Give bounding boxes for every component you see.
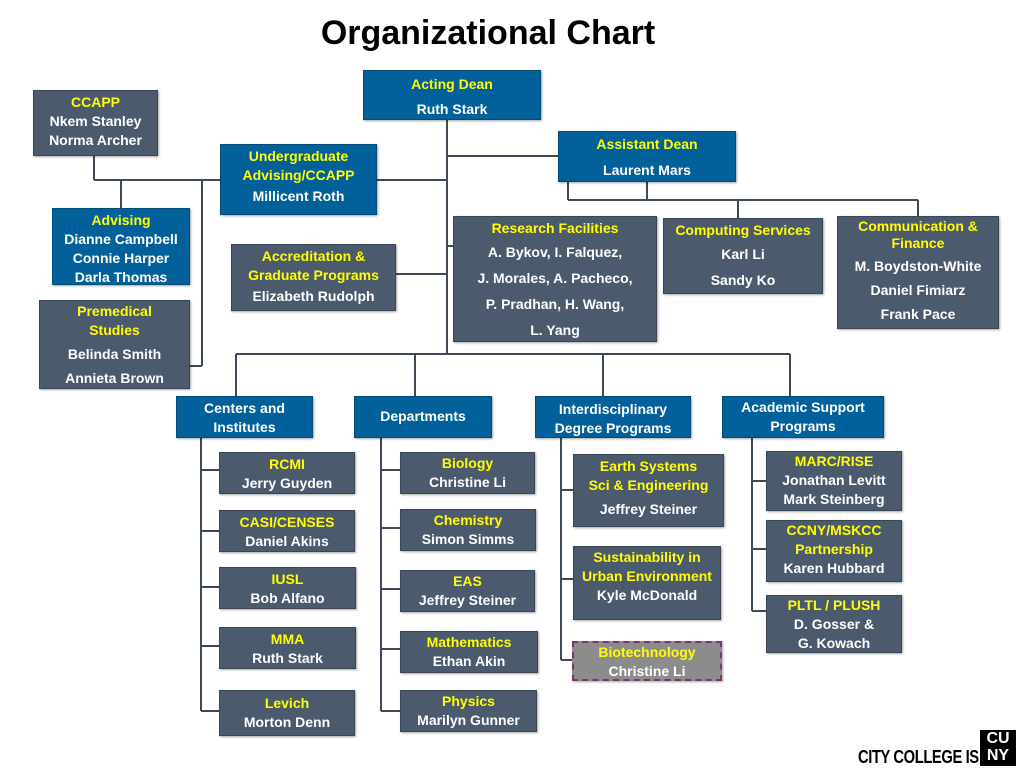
mathematics-box: Mathematics Ethan Akin xyxy=(400,631,538,673)
accreditation-box: Accreditation & Graduate Programs Elizab… xyxy=(231,244,396,311)
box-title: Premedical Studies xyxy=(77,303,152,338)
iusl-box: IUSL Bob Alfano xyxy=(219,567,356,609)
box-title: Physics xyxy=(442,693,495,709)
box-names: Dianne Campbell Connie Harper Darla Thom… xyxy=(64,231,178,285)
box-title: PLTL / PLUSH xyxy=(787,597,881,613)
box-title: RCMI xyxy=(269,456,305,472)
box-names: Elizabeth Rudolph xyxy=(252,288,375,304)
box-names: Jeffrey Steiner xyxy=(418,592,517,608)
box-title: Advising xyxy=(91,212,151,228)
box-names: Ruth Stark xyxy=(416,101,488,117)
box-title: CCAPP xyxy=(70,94,120,110)
box-title: Chemistry xyxy=(433,512,503,528)
box-title: Sustainability in Urban Environment xyxy=(582,549,712,584)
physics-box: Physics Marilyn Gunner xyxy=(400,690,537,732)
levich-box: Levich Morton Denn xyxy=(219,690,355,736)
box-title: Interdisciplinary Degree Programs xyxy=(554,401,672,436)
undergraduate-advising-box: Undergraduate Advising/CCAPP Millicent R… xyxy=(220,144,377,215)
box-title: Departments xyxy=(380,408,466,424)
logo-text: CITY COLLEGE IS xyxy=(858,747,979,767)
box-names: Marilyn Gunner xyxy=(417,712,520,728)
box-names: Daniel Akins xyxy=(245,533,329,549)
cuny-mark-top: CU xyxy=(986,730,1010,747)
eas-box: EAS Jeffrey Steiner xyxy=(400,570,535,612)
box-names: M. Boydston-White Daniel Fimiarz Frank P… xyxy=(854,258,982,322)
chemistry-box: Chemistry Simon Simms xyxy=(400,509,536,551)
box-title: Biotechnology xyxy=(598,644,696,660)
box-title: Mathematics xyxy=(426,634,512,650)
box-title: Centers and Institutes xyxy=(204,400,285,435)
acting-dean-box: Acting Dean Ruth Stark xyxy=(363,70,541,120)
page-title: Organizational Chart xyxy=(320,14,656,52)
box-title: IUSL xyxy=(271,571,304,587)
box-names: Simon Simms xyxy=(421,531,515,547)
box-names: Nkem Stanley Norma Archer xyxy=(49,113,142,148)
box-title: Academic Support Programs xyxy=(741,399,865,434)
cuny-mark: CU NY xyxy=(980,730,1016,766)
box-names: Christine Li xyxy=(608,663,686,679)
box-names: Christine Li xyxy=(428,474,506,490)
box-names: Belinda Smith Annieta Brown xyxy=(65,346,164,386)
rcmi-box: RCMI Jerry Guyden xyxy=(219,452,355,494)
cuny-mark-bottom: NY xyxy=(986,747,1010,764)
box-names: Jonathan Levitt Mark Steinberg xyxy=(782,472,886,507)
box-title: CCNY/MSKCC Partnership xyxy=(786,522,882,557)
box-names: Millicent Roth xyxy=(252,188,345,204)
box-title: Undergraduate Advising/CCAPP xyxy=(242,148,355,183)
advising-box: Advising Dianne Campbell Connie Harper D… xyxy=(52,208,190,285)
box-names: A. Bykov, I. Falquez, J. Morales, A. Pac… xyxy=(477,244,633,338)
box-title: Earth Systems Sci & Engineering xyxy=(588,458,709,493)
sustainability-box: Sustainability in Urban Environment Kyle… xyxy=(573,546,721,620)
box-names: Ruth Stark xyxy=(252,650,323,666)
box-title: MMA xyxy=(270,631,305,647)
marc-rise-box: MARC/RISE Jonathan Levitt Mark Steinberg xyxy=(766,451,902,511)
departments-box: Departments xyxy=(354,396,492,438)
assistant-dean-box: Assistant Dean Laurent Mars xyxy=(558,131,736,182)
biology-box: Biology Christine Li xyxy=(400,452,535,494)
box-title: Communication & Finance xyxy=(858,218,978,251)
computing-services-box: Computing Services Karl Li Sandy Ko xyxy=(663,218,823,294)
box-names: Karl Li Sandy Ko xyxy=(710,246,776,288)
casi-censes-box: CASI/CENSES Daniel Akins xyxy=(219,510,355,552)
interdisciplinary-box: Interdisciplinary Degree Programs xyxy=(535,396,691,438)
box-title: Acting Dean xyxy=(411,76,493,92)
box-names: Jerry Guyden xyxy=(241,475,333,491)
box-title: MARC/RISE xyxy=(794,453,874,469)
box-names: Laurent Mars xyxy=(603,162,691,178)
box-names: Bob Alfano xyxy=(250,590,325,606)
earth-systems-box: Earth Systems Sci & Engineering Jeffrey … xyxy=(573,454,724,527)
box-names: Ethan Akin xyxy=(432,653,506,669)
box-title: Computing Services xyxy=(675,222,811,238)
box-title: Assistant Dean xyxy=(596,136,698,152)
box-title: CASI/CENSES xyxy=(239,514,335,530)
box-names: D. Gosser & G. Kowach xyxy=(793,616,875,651)
academic-support-box: Academic Support Programs xyxy=(722,396,884,438)
research-facilities-box: Research Facilities A. Bykov, I. Falquez… xyxy=(453,216,657,342)
centers-institutes-box: Centers and Institutes xyxy=(176,396,313,438)
mma-box: MMA Ruth Stark xyxy=(219,627,356,669)
box-title: Accreditation & Graduate Programs xyxy=(248,248,379,283)
ccny-mskcc-box: CCNY/MSKCC Partnership Karen Hubbard xyxy=(766,520,902,582)
box-title: EAS xyxy=(453,573,482,589)
box-names: Kyle McDonald xyxy=(596,587,698,603)
box-title: Levich xyxy=(264,695,310,711)
communication-finance-box: Communication & Finance M. Boydston-Whit… xyxy=(837,216,999,329)
box-names: Morton Denn xyxy=(243,714,331,730)
biotechnology-box: Biotechnology Christine Li xyxy=(572,641,722,681)
pltl-plush-box: PLTL / PLUSH D. Gosser & G. Kowach xyxy=(766,595,902,653)
box-names: Jeffrey Steiner xyxy=(599,501,698,517)
ccapp-box: CCAPP Nkem Stanley Norma Archer xyxy=(33,90,158,156)
box-title: Biology xyxy=(441,455,494,471)
box-names: Karen Hubbard xyxy=(783,560,885,576)
premedical-studies-box: Premedical Studies Belinda Smith Annieta… xyxy=(39,300,190,389)
box-title: Research Facilities xyxy=(491,220,619,236)
